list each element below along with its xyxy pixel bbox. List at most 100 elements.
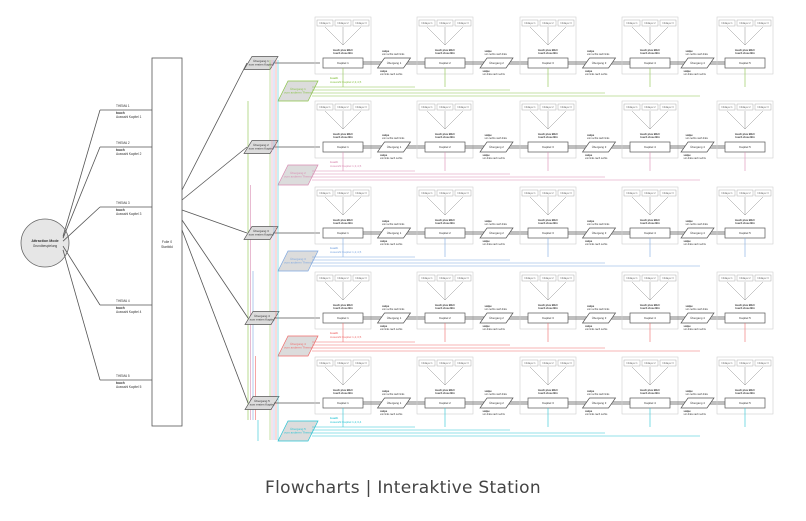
infolayer-connector (426, 281, 446, 301)
return-touch-title: touch (330, 76, 338, 80)
swipe-detail: von links nach rechts (380, 73, 403, 76)
touch-label: touch plus Bild / (538, 388, 558, 392)
touch-label: touch close Btn (435, 221, 455, 225)
infolayer-label: Infolayer 1 (421, 362, 433, 365)
infolayer-label: Infolayer 2 (542, 362, 554, 365)
transition-to-other-theme (277, 335, 319, 357)
infolayer-label: Infolayer 1 (524, 192, 536, 195)
swipe-title: swipe (686, 219, 694, 223)
infolayer-box (418, 103, 436, 111)
touch-label: touch close Btn (333, 306, 353, 310)
infolayer-connector (744, 26, 764, 46)
infolayer-box (316, 103, 334, 111)
transition-box (376, 141, 412, 153)
infolayer-label: Infolayer 2 (337, 362, 349, 365)
return-touch-title: touch (330, 331, 338, 335)
transition-box (680, 227, 715, 239)
return-label: Auswahl Kapitel 1,2,3,5 (330, 335, 362, 339)
infolayer-connector (631, 196, 651, 216)
swipe-title: swipe (684, 153, 692, 157)
infolayer-label: Infolayer 1 (626, 277, 638, 280)
swipe-detail: von links nach rechts (380, 157, 403, 160)
chapter-label: Kapitel 1 (337, 401, 349, 405)
infolayer-box (454, 103, 472, 111)
infolayer-box (539, 274, 557, 282)
infolayer-label: Infolayer 1 (319, 106, 331, 109)
swipe-title: swipe (684, 324, 692, 328)
return-label: Auswahl Kapitel 2,3,4,5 (330, 80, 362, 84)
caption: Flowcharts | Interaktive Station (265, 478, 541, 498)
infolayer-box (736, 103, 754, 111)
chapter-label: Kapitel 2 (439, 145, 451, 149)
touch-label: touch plus Bild / (435, 48, 455, 52)
infolayer-connector (631, 110, 651, 130)
central-node-box (151, 57, 183, 427)
touch-label: touch close Btn (333, 51, 353, 55)
swipe-title: swipe (483, 324, 491, 328)
touch-label: touch plus Bild / (435, 388, 455, 392)
infolayer-label: Infolayer 1 (421, 22, 433, 25)
infolayer-box (659, 274, 677, 282)
transition-to-first-chapter (243, 140, 279, 154)
infolayer-box (316, 19, 334, 27)
infolayer-box (334, 103, 352, 111)
central-to-transition (181, 62, 248, 191)
transition-box-label: Übergang 1 (387, 401, 402, 405)
chapter-label: Kapitel 2 (439, 401, 451, 405)
infolayer-label: Infolayer 3 (355, 362, 367, 365)
infolayer-connector (529, 281, 549, 301)
swipe-title: swipe (587, 49, 595, 53)
infolayer-label: Infolayer 2 (644, 106, 656, 109)
touch-label: touch plus Bild / (333, 303, 353, 307)
touch-label: touch plus Bild / (640, 388, 660, 392)
infolayer-connector (444, 110, 464, 130)
infolayer-connector (324, 366, 344, 386)
infolayer-connector (529, 366, 549, 386)
infolayer-box (521, 359, 539, 367)
swipe-title: swipe (686, 133, 694, 137)
transition-box-label: Übergang 3 (592, 316, 607, 320)
infolayer-connector (547, 26, 567, 46)
infolayer-label: Infolayer 3 (355, 106, 367, 109)
transition-box (479, 227, 514, 239)
infolayer-box (754, 189, 772, 197)
infolayer-box (641, 189, 659, 197)
swipe-title: swipe (382, 133, 390, 137)
infolayer-label: Infolayer 1 (626, 362, 638, 365)
touch-label: touch close Btn (538, 306, 558, 310)
infolayer-box (557, 189, 575, 197)
infolayer-label: Infolayer 3 (662, 277, 674, 280)
touch-label: touch close Btn (640, 135, 660, 139)
transition-box-label: Übergang 4 (690, 145, 705, 149)
infolayer-connector (324, 196, 344, 216)
infolayer-connector (649, 281, 669, 301)
swipe-detail: von links nach rechts (585, 73, 608, 76)
swipe-title: swipe (483, 69, 491, 73)
chapter-label: Kapitel 5 (739, 231, 751, 235)
infolayer-label: Infolayer 2 (337, 192, 349, 195)
transition-box-label: Übergang 1 (387, 316, 402, 320)
swipe-detail: von rechts nach links (587, 137, 610, 140)
swipe-title: swipe (382, 389, 390, 393)
transition-box (581, 227, 617, 239)
transition-to-first-chapter (244, 311, 280, 325)
infolayer-label: Infolayer 2 (739, 277, 751, 280)
theme-label: THEMA 5 (116, 374, 130, 378)
chapter-label: Kapitel 4 (644, 61, 656, 65)
infolayer-box (334, 274, 352, 282)
infolayer-box (418, 359, 436, 367)
